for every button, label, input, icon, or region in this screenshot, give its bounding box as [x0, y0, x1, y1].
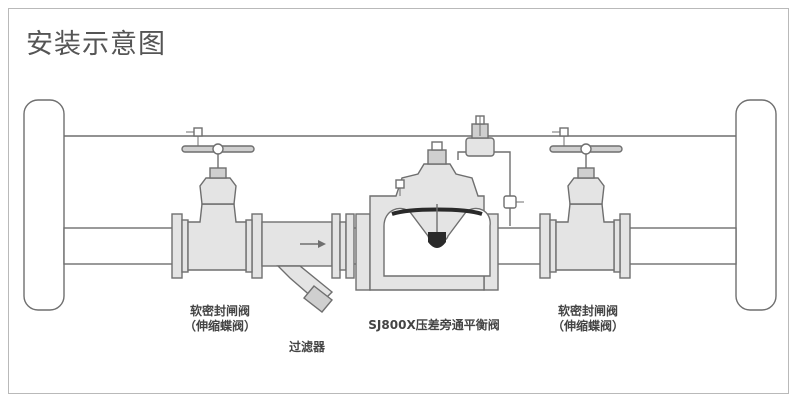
left-gate-valve: [171, 127, 263, 279]
filter-label: 过滤器: [288, 340, 325, 354]
pilot-control-assembly: [457, 115, 524, 226]
right-tank: [735, 99, 777, 311]
left-valve-label-line1: 软密封闸阀: [189, 304, 250, 318]
page-title: 安装示意图: [26, 29, 166, 60]
right-valve-label-line2: （伸缩蝶阀）: [551, 319, 624, 333]
right-valve-label-line1: 软密封闸阀: [557, 304, 618, 318]
right-gate-valve: [539, 127, 631, 279]
main-valve-label: SJ800X压差旁通平衡阀: [368, 318, 500, 332]
left-valve-label: 软密封闸阀 （伸缩蝶阀）: [176, 304, 264, 334]
left-valve-label-line2: （伸缩蝶阀）: [183, 319, 256, 333]
left-tank: [23, 99, 65, 311]
main-balancing-valve: [355, 141, 499, 291]
right-valve-label: 软密封闸阀 （伸缩蝶阀）: [544, 304, 632, 334]
y-strainer: [261, 213, 355, 313]
